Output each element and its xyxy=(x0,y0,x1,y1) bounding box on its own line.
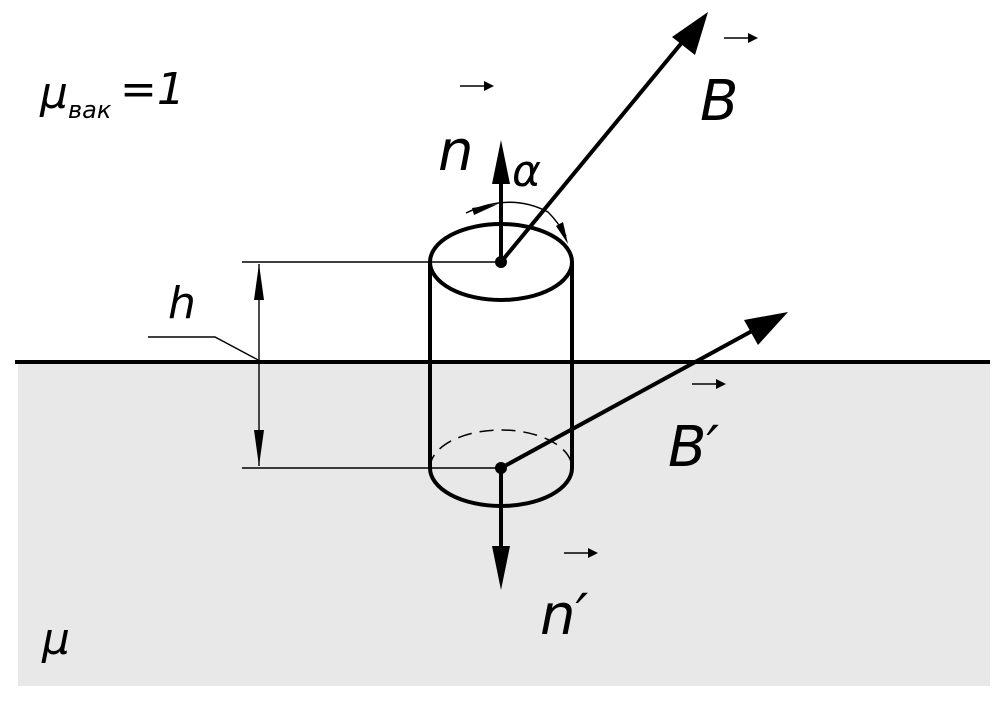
vector-B-label: B xyxy=(700,69,738,134)
cylinder-bottom-back-hidden xyxy=(429,429,573,469)
height-h-label: h xyxy=(168,278,196,329)
h-leader-line xyxy=(148,336,263,363)
mu-vacuum-value: =1 xyxy=(120,64,185,115)
normal-vector-n xyxy=(492,140,510,262)
vector-B xyxy=(499,12,708,264)
angle-alpha-arc xyxy=(465,201,568,244)
mu-vacuum-subscript: вак xyxy=(68,96,112,124)
mu-medium-label: μ xyxy=(41,614,70,665)
height-dimension xyxy=(148,261,500,469)
mu-vacuum-symbol: μ xyxy=(39,68,68,119)
angle-alpha-label: α xyxy=(512,146,541,197)
vector-B-prime xyxy=(500,312,788,470)
magnetic-medium-region xyxy=(18,362,990,686)
vector-B-prime-label: B′ xyxy=(668,415,719,480)
normal-vector-n-prime xyxy=(492,468,510,590)
normal-n-prime-label: n′ xyxy=(540,583,588,648)
top-center-point xyxy=(495,256,507,268)
bottom-center-point xyxy=(495,462,507,474)
vector-overbars xyxy=(460,33,758,558)
normal-n-label: n xyxy=(438,119,474,184)
